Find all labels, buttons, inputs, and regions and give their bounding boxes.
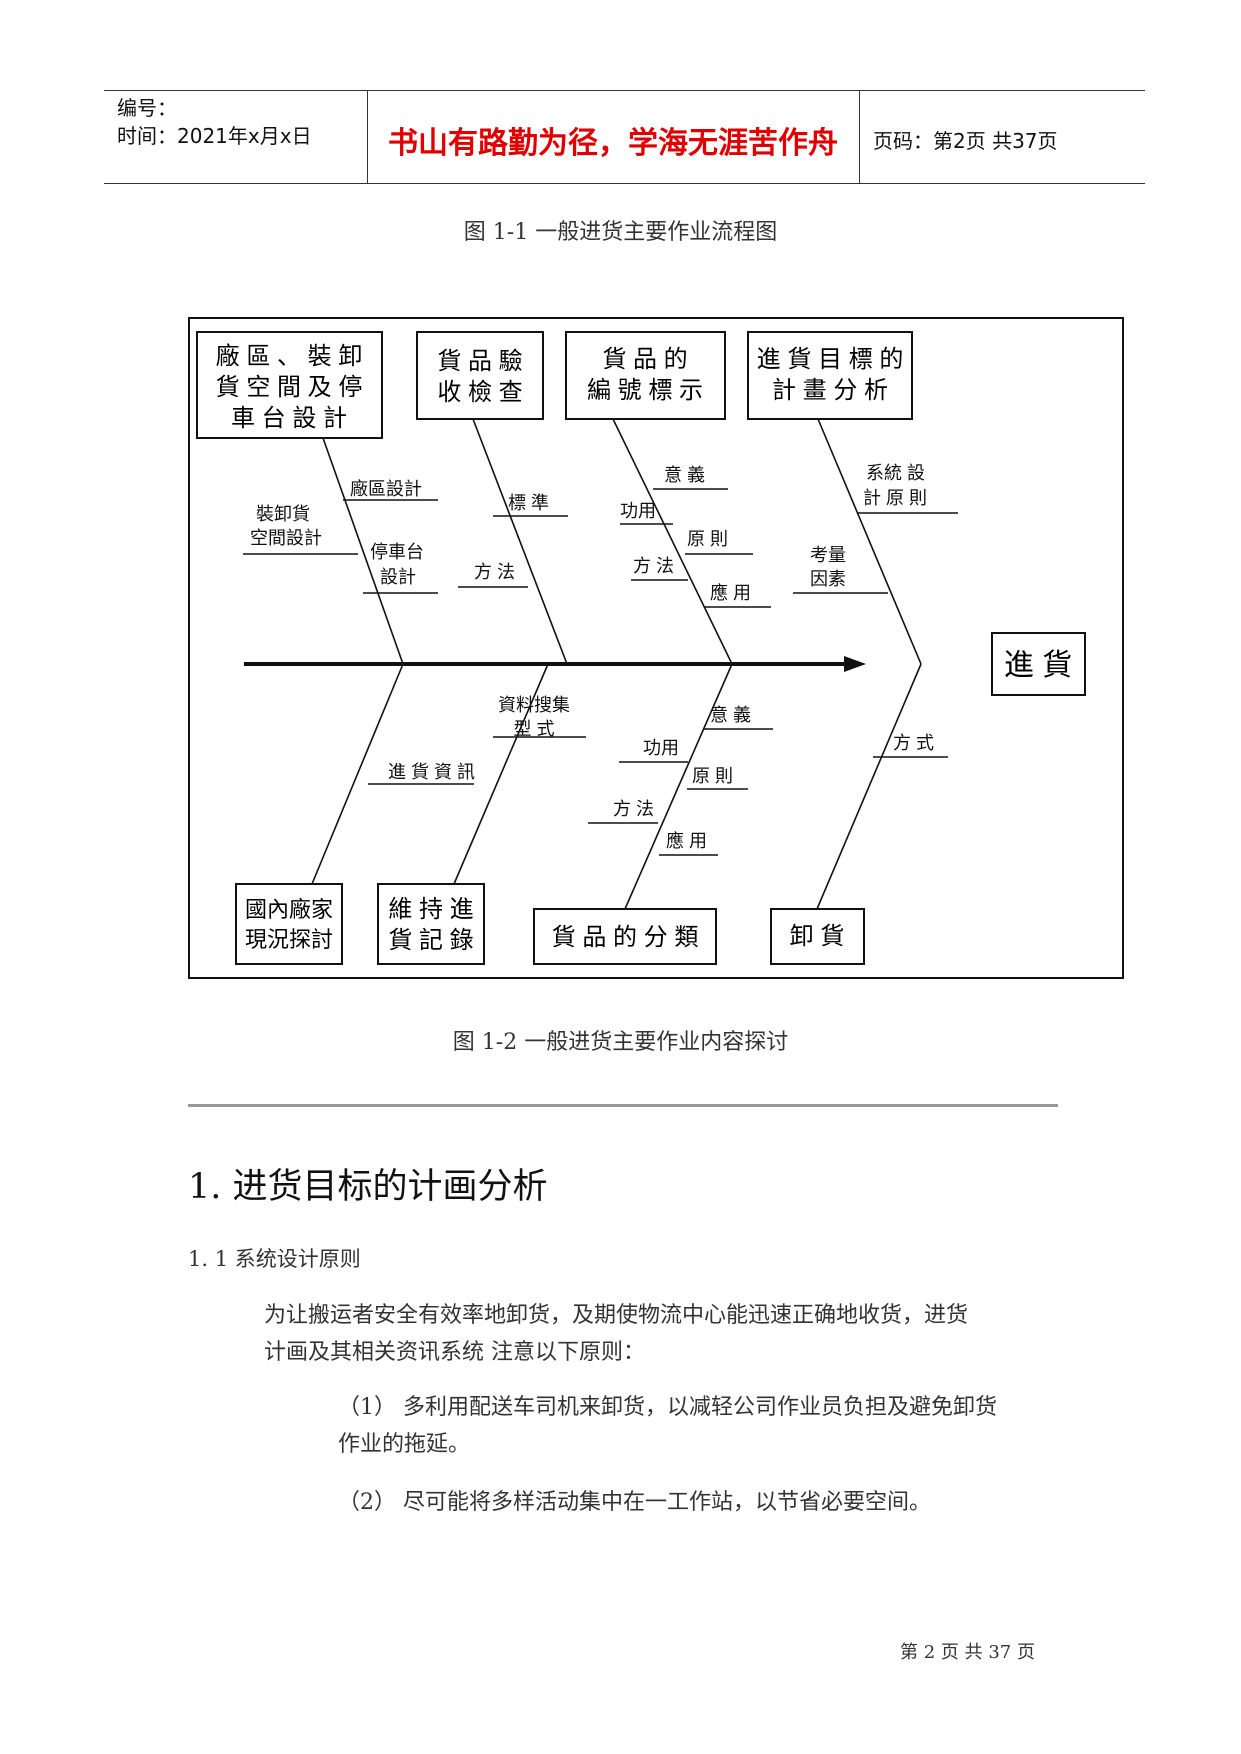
top-bone-4 <box>817 418 922 665</box>
top-bone-2 <box>472 418 568 665</box>
bottom-box-1-line-1: 國內廠家 <box>245 897 333 922</box>
label-sys-design-1: 系統 設 <box>866 463 925 483</box>
bottom-box-2-line-1: 維 持 進 <box>388 896 473 923</box>
subsection-heading: 1. 1 系统设计原则 <box>188 1247 361 1271</box>
label-method-a: 方 法 <box>474 562 515 582</box>
list-item-2: （2） 尽可能将多样活动集中在一工作站，以节省必要空间。 <box>338 1490 931 1515</box>
label-principle-b: 原 則 <box>692 766 733 786</box>
label-method-c: 方 法 <box>613 799 654 819</box>
top-box-1-line-1: 廠 區 、 裝 卸 <box>216 343 363 370</box>
top-box-1-line-3: 車 台 設 計 <box>231 405 347 432</box>
bottom-bone-3 <box>624 663 733 910</box>
header-top-rule <box>104 90 1145 91</box>
top-box-2 <box>416 331 544 420</box>
header-time-label: 时间：2021年x月x日 <box>117 124 312 148</box>
top-box-1-line-2: 貨 空 間 及 停 <box>216 374 363 401</box>
label-application-a: 應 用 <box>710 582 751 603</box>
header-divider-left <box>367 90 368 184</box>
paragraph-1-line-2: 计画及其相关资讯系统 注意以下原则： <box>264 1340 645 1365</box>
top-box-3-line-1: 貨 品 的 <box>602 346 687 373</box>
head-text: 進 貨 <box>1004 649 1072 682</box>
top-box-3 <box>565 331 726 420</box>
section-separator <box>188 1104 1058 1107</box>
label-standard: 標 準 <box>508 493 549 513</box>
label-factor-1: 考量 <box>810 545 846 565</box>
label-receiving-info: 進 貨 資 訊 <box>388 762 475 782</box>
header-page-label: 页码：第2页 共37页 <box>873 129 1058 153</box>
top-box-4-line-1: 進 貨 目 標 的 <box>757 346 904 373</box>
label-factor-2: 因素 <box>810 569 846 589</box>
header-divider-right <box>859 90 860 184</box>
label-data-collect-1: 資料搜集 <box>498 695 570 715</box>
label-function-b: 功用 <box>643 738 679 758</box>
bottom-box-4-line-1: 卸 貨 <box>790 923 845 950</box>
label-dock-1: 停車台 <box>370 542 424 562</box>
figure-caption-2: 图 1-2 一般进货主要作业内容探讨 <box>452 1030 789 1055</box>
bottom-sub-lines <box>368 728 948 856</box>
top-box-2-line-1: 貨 品 驗 <box>437 348 522 375</box>
bottom-bone-1 <box>311 663 404 885</box>
bottom-bone-2 <box>453 663 549 885</box>
list-item-1-line-2: 作业的拖延。 <box>338 1432 471 1457</box>
header-motto: 书山有路勤为径，学海无涯苦作舟 <box>388 126 838 161</box>
label-loading-space-2: 空間設計 <box>250 528 322 548</box>
label-loading-space-1: 裝卸貨 <box>256 504 310 524</box>
figure-caption-1: 图 1-1 一般进货主要作业流程图 <box>463 220 778 245</box>
section-heading: 1. 进货目标的计画分析 <box>188 1167 548 1207</box>
label-method-b: 方 法 <box>633 556 674 576</box>
header-number-label: 编号： <box>117 96 177 120</box>
bottom-box-1-line-2: 現況探討 <box>245 927 333 952</box>
page-footer: 第 2 页 共 37 页 <box>900 1642 1035 1663</box>
top-box-2-line-2: 收 檢 查 <box>437 379 522 406</box>
top-sub-lines <box>243 488 958 608</box>
paragraph-1-line-1: 为让搬运者安全有效率地卸货，及期使物流中心能迅速正确地收货，进货 <box>264 1303 969 1328</box>
label-dock-2: 設計 <box>380 567 416 587</box>
label-factory-design: 廠區設計 <box>350 478 422 499</box>
label-data-collect-2: 型 式 <box>513 719 554 739</box>
label-mode: 方 式 <box>893 733 934 753</box>
label-meaning-a: 意 義 <box>664 465 705 485</box>
top-box-4-line-2: 計 畫 分 析 <box>772 377 888 404</box>
fishbone-diagram: 進 貨 廠 區 、 裝 卸 貨 空 間 及 停 車 台 設 計 貨 品 驗 收 … <box>188 317 1124 979</box>
bottom-box-3-line-1: 貨 品 的 分 類 <box>552 924 699 951</box>
label-meaning-b: 意 義 <box>710 705 751 725</box>
label-principle-a: 原 則 <box>687 529 728 549</box>
top-bones <box>322 418 922 665</box>
list-item-1-line-1: （1） 多利用配送车司机来卸货，以减轻公司作业员负担及避免卸货 <box>338 1395 997 1420</box>
spine-arrowhead <box>844 656 866 672</box>
header-bottom-rule <box>104 183 1145 184</box>
top-bone-3 <box>612 418 733 665</box>
top-box-4 <box>747 331 913 420</box>
label-function-a: 功用 <box>620 501 656 521</box>
bottom-box-2 <box>377 883 485 965</box>
bottom-bone-4 <box>816 663 922 910</box>
bottom-box-2-line-2: 貨 記 錄 <box>388 927 473 954</box>
top-box-3-line-2: 編 號 標 示 <box>587 377 703 404</box>
bottom-box-1 <box>235 883 343 965</box>
bottom-bones <box>311 663 922 910</box>
label-application-b: 應 用 <box>666 830 707 851</box>
head-box <box>991 632 1086 696</box>
label-sys-design-2: 計 原 則 <box>863 488 927 508</box>
top-box-1 <box>196 331 383 439</box>
top-bone-1 <box>322 437 404 665</box>
